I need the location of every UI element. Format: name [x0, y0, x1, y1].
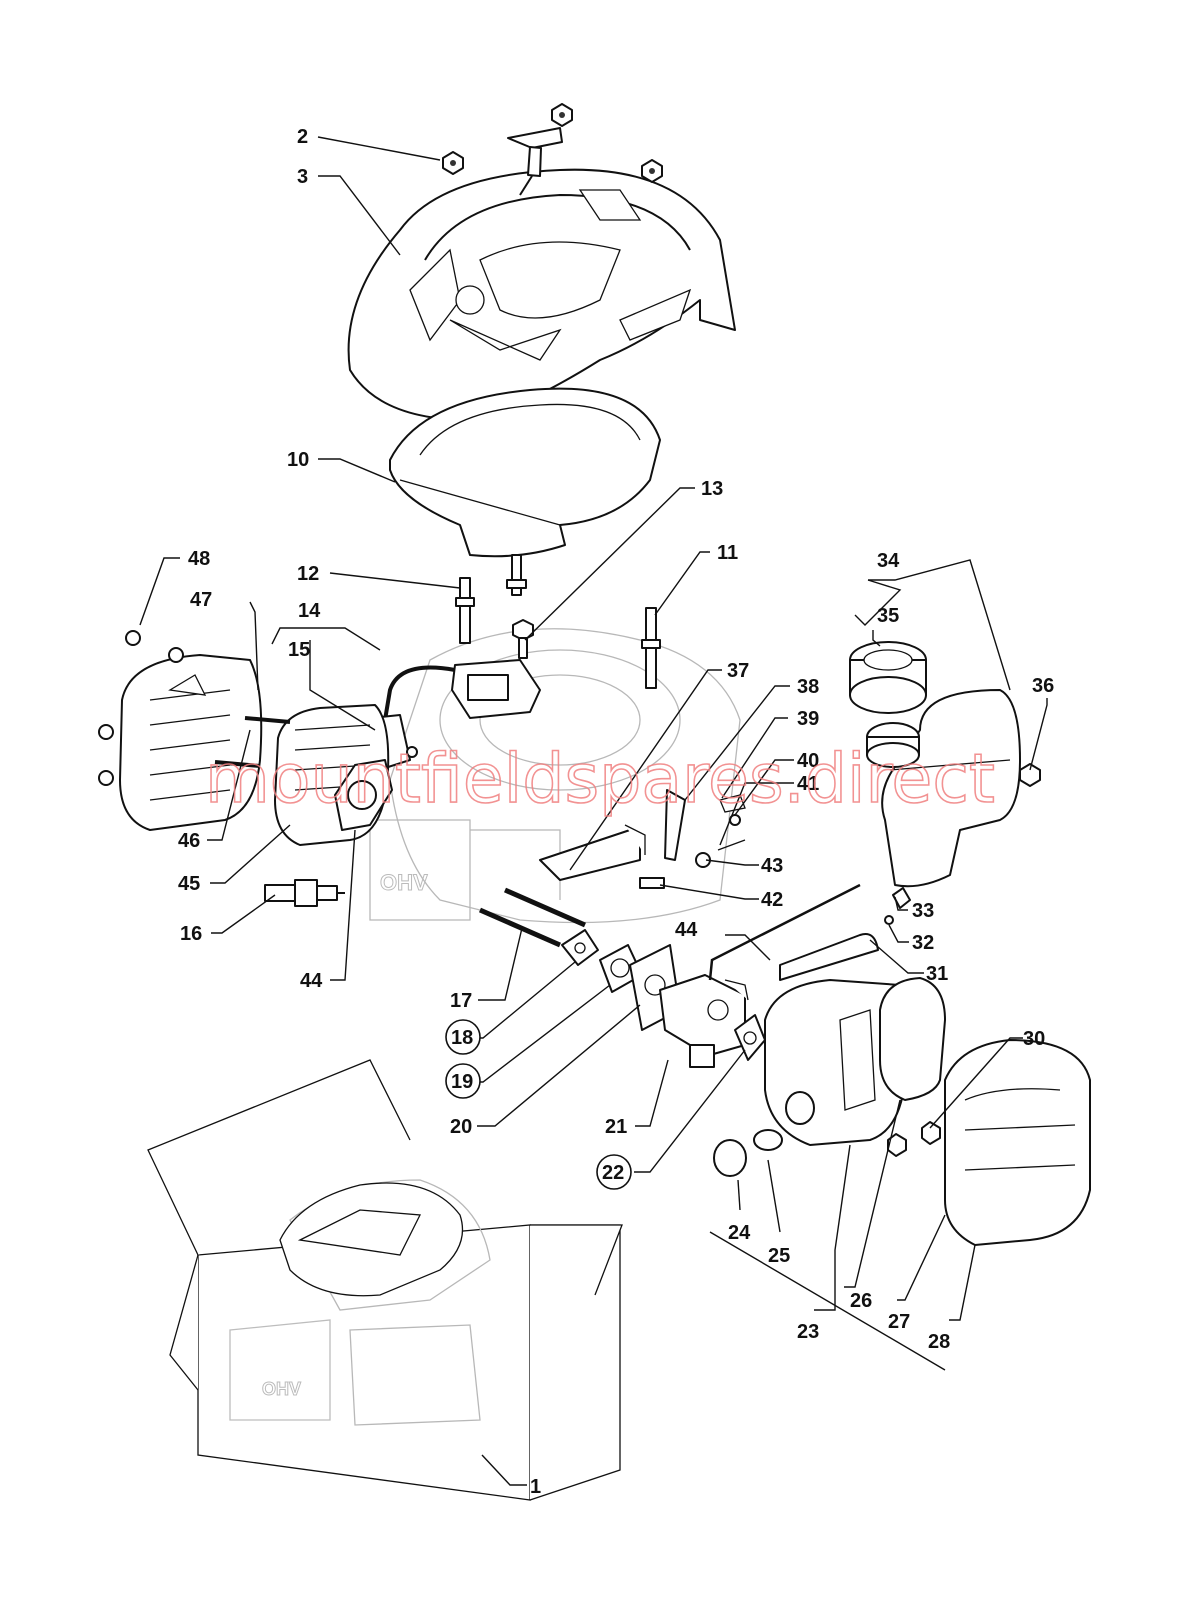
leader-lines	[139, 136, 1048, 1486]
callout-20: 20	[450, 1116, 472, 1138]
recoil-starter-handle	[507, 127, 563, 196]
cover-nuts	[442, 103, 663, 183]
callout-14: 14	[298, 600, 321, 622]
choke-rod	[708, 883, 861, 981]
carburettor	[659, 974, 749, 1068]
callout-1: 1	[530, 1476, 541, 1498]
callout-13: 13	[701, 478, 723, 500]
carburettor-gasket	[734, 1014, 766, 1061]
callout-labels: 2 3 10 13 12 11 48 47 14 15 34 35 36 37 …	[178, 126, 1054, 1498]
callout-36: 37	[727, 660, 749, 682]
engine-block-ghost: OHV	[369, 628, 741, 924]
callout-39: 40	[797, 750, 819, 772]
callout-24: 24	[728, 1222, 751, 1244]
callout-26: 26	[850, 1290, 872, 1312]
callout-38: 39	[797, 708, 819, 730]
callout-34: 35	[877, 605, 899, 627]
callout-43: 44	[675, 919, 698, 941]
callout-40: 41	[797, 773, 819, 795]
muffler-guard	[119, 654, 263, 831]
callout-15: 15	[288, 639, 310, 661]
ohv-ghost-label: OHV	[380, 870, 428, 895]
callout-19: 19	[451, 1071, 473, 1093]
callout-35: 36	[1032, 675, 1054, 697]
callout-18: 18	[451, 1027, 473, 1049]
blower-housing	[389, 387, 661, 558]
callout-44: 44	[300, 970, 323, 992]
callout-29: 30	[1023, 1028, 1045, 1050]
callout-22-ring	[596, 1154, 632, 1190]
callout-42: 43	[761, 855, 783, 877]
spark-plug	[264, 879, 345, 907]
callout-30: 31	[926, 963, 948, 985]
callout-27: 27	[888, 1311, 910, 1333]
boxed-engine: OHV	[147, 1059, 623, 1501]
fuel-hose	[779, 887, 911, 981]
callout-47: 47	[190, 589, 212, 611]
breather-tube	[539, 824, 646, 881]
callout-19-ring	[445, 1063, 481, 1099]
callout-46: 46	[178, 830, 200, 852]
callout-48: 48	[188, 548, 210, 570]
watermark-text: mountfieldspares.direct	[205, 740, 995, 819]
air-filter-element	[879, 977, 946, 1101]
callout-37: 38	[797, 676, 819, 698]
callout-45: 45	[178, 873, 200, 895]
engine-cover-shroud	[347, 168, 736, 421]
callout-41: 42	[761, 889, 783, 911]
callout-31: 32	[912, 932, 934, 954]
tank-screw	[1019, 763, 1041, 787]
circled-callouts: 18 19 22	[445, 1019, 632, 1190]
callout-23: 23	[797, 1321, 819, 1343]
callout-11: 11	[717, 542, 738, 564]
muffler-gasket	[334, 759, 393, 831]
callout-3: 3	[297, 166, 308, 188]
callout-18-ring	[445, 1019, 481, 1055]
callout-10: 10	[287, 449, 309, 471]
guard-screws	[98, 630, 184, 786]
fuel-tank	[866, 689, 1021, 888]
callout-25: 25	[768, 1245, 790, 1267]
studs-and-bolts	[455, 554, 661, 689]
callout-28: 28	[928, 1331, 950, 1353]
callout-21: 21	[605, 1116, 627, 1138]
air-filter-cover	[944, 1039, 1091, 1246]
filter-nut	[887, 1121, 941, 1157]
callout-12: 12	[297, 563, 319, 585]
carburettor-studs	[478, 887, 587, 948]
callout-17: 17	[450, 990, 472, 1012]
muffler-bolts	[214, 716, 291, 768]
callout-2: 2	[297, 126, 308, 148]
ohv-box-ghost-label: OHV	[262, 1379, 301, 1399]
intake-gaskets	[561, 929, 643, 993]
intake-elbow	[713, 1129, 783, 1177]
callout-16: 16	[180, 923, 202, 945]
callout-22: 22	[602, 1162, 624, 1184]
fuel-cap	[849, 641, 927, 714]
callout-32: 33	[912, 900, 934, 922]
callout-33: 34	[877, 550, 900, 572]
